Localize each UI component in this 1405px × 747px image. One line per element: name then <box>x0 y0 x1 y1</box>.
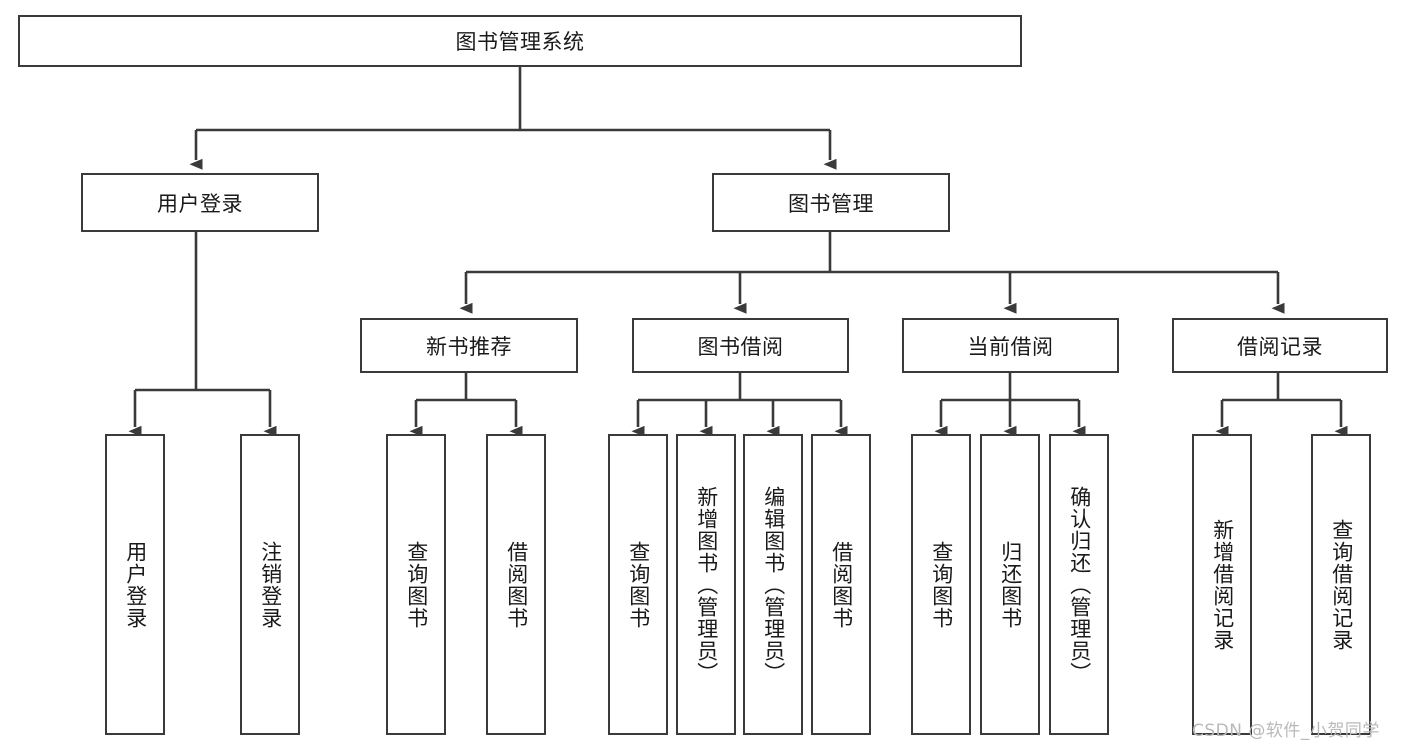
node-current-borrow[interactable]: 当前借阅 <box>902 318 1119 373</box>
csdn-watermark: CSDN @软件_小贺同学 <box>1192 721 1380 741</box>
node-label: 图书管理 <box>788 191 874 216</box>
node-label: 查询借阅记录 <box>1329 518 1354 651</box>
node-label: 用户登录 <box>157 191 243 216</box>
leaf-query-borrow-record[interactable]: 查询借阅记录 <box>1311 434 1371 735</box>
node-root-system[interactable]: 图书管理系统 <box>18 15 1022 67</box>
node-label: 编辑图书（管理员） <box>761 485 786 684</box>
leaf-user-logout[interactable]: 注销登录 <box>240 434 300 735</box>
leaf-user-login[interactable]: 用户登录 <box>105 434 165 735</box>
node-book-management[interactable]: 图书管理 <box>712 173 950 232</box>
node-borrow-record[interactable]: 借阅记录 <box>1172 318 1388 373</box>
leaf-query-book-recommend[interactable]: 查询图书 <box>386 434 446 735</box>
leaf-return-book[interactable]: 归还图书 <box>980 434 1040 735</box>
leaf-borrow-book-recommend[interactable]: 借阅图书 <box>486 434 546 735</box>
node-label: 查询图书 <box>626 540 651 629</box>
leaf-add-borrow-record[interactable]: 新增借阅记录 <box>1192 434 1252 735</box>
node-label: 图书借阅 <box>697 334 784 359</box>
node-book-borrow[interactable]: 图书借阅 <box>632 318 849 373</box>
node-user-login[interactable]: 用户登录 <box>81 173 319 232</box>
node-label: 查询图书 <box>404 540 429 629</box>
node-label: 借阅图书 <box>504 540 529 629</box>
node-new-book-recommend[interactable]: 新书推荐 <box>360 318 578 373</box>
leaf-query-book-current[interactable]: 查询图书 <box>911 434 971 735</box>
node-label: 新增借阅记录 <box>1210 518 1235 651</box>
leaf-confirm-return-admin[interactable]: 确认归还（管理员） <box>1049 434 1109 735</box>
leaf-add-book-admin[interactable]: 新增图书（管理员） <box>676 434 736 735</box>
node-label: 借阅记录 <box>1237 334 1323 359</box>
node-label: 查询图书 <box>929 540 954 629</box>
node-label: 当前借阅 <box>967 334 1054 359</box>
leaf-edit-book-admin[interactable]: 编辑图书（管理员） <box>743 434 803 735</box>
node-label: 借阅图书 <box>829 540 854 629</box>
node-label: 图书管理系统 <box>455 30 585 54</box>
leaf-borrow-book[interactable]: 借阅图书 <box>811 434 871 735</box>
node-label: 新增图书（管理员） <box>694 485 719 684</box>
leaf-query-book-borrow[interactable]: 查询图书 <box>608 434 668 735</box>
node-label: 归还图书 <box>998 540 1023 629</box>
node-label: 用户登录 <box>123 540 148 629</box>
node-label: 注销登录 <box>258 540 283 629</box>
node-label: 新书推荐 <box>426 334 512 359</box>
node-label: 确认归还（管理员） <box>1067 485 1092 684</box>
